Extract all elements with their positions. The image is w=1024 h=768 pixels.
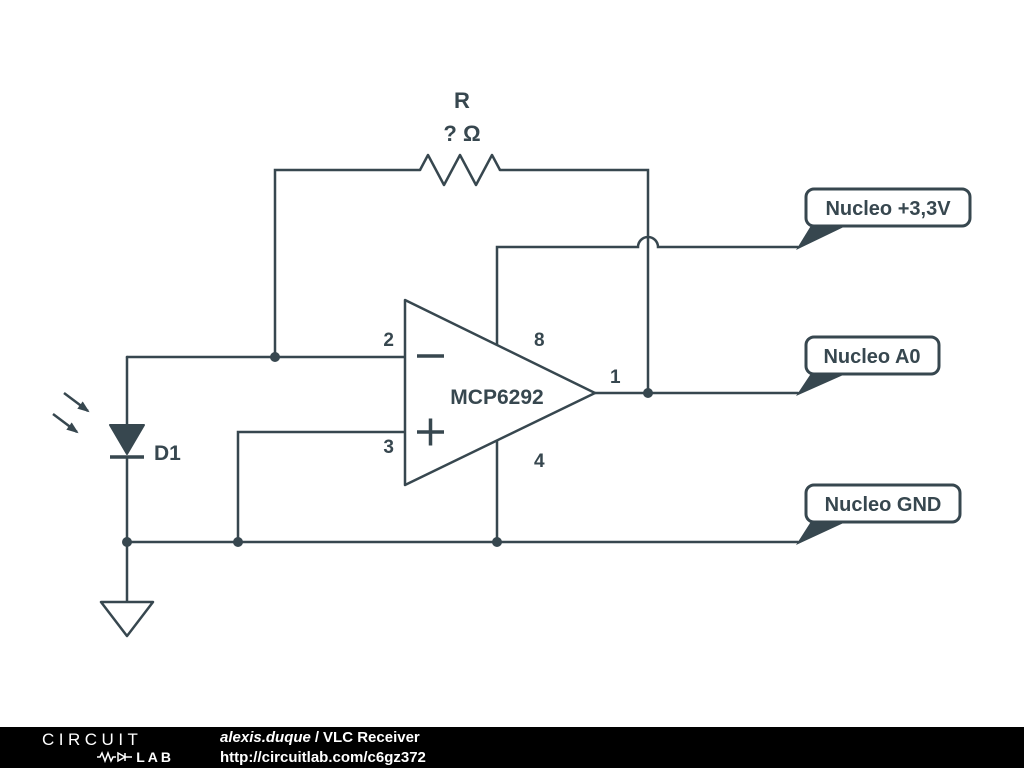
light-arrows-icon xyxy=(52,392,90,434)
wire-feedback-right xyxy=(498,168,650,395)
flag-body xyxy=(804,187,972,228)
light-arrow-1 xyxy=(63,392,90,413)
junction-dot xyxy=(492,537,502,547)
ground-triangle xyxy=(99,600,155,638)
author-title-separator: / xyxy=(314,729,320,746)
wires xyxy=(125,168,800,604)
wire-feedback-left xyxy=(273,168,422,359)
resistor-zigzag xyxy=(418,153,502,187)
circuitlab-logo: CIRCUIT LAB xyxy=(42,731,174,764)
opamp-mcp6292[interactable]: MCP6292 2 3 8 4 1 xyxy=(383,298,621,487)
junction-dots xyxy=(122,352,653,547)
opamp-part-label: MCP6292 xyxy=(450,386,543,409)
author-name: alexis.duque xyxy=(220,729,311,746)
photodiode-designator-label: D1 xyxy=(154,442,181,465)
light-arrow-2 xyxy=(52,413,79,434)
footer-text: alexis.duque/VLC Receiver http://circuit… xyxy=(220,728,426,767)
opamp-pin4-label: 4 xyxy=(534,451,545,472)
flag-nucleo-3v3[interactable]: Nucleo +3,3V xyxy=(796,187,972,250)
flag-body xyxy=(804,335,941,376)
junction-dot xyxy=(270,352,280,362)
flag-label-nucleo-a0: Nucleo A0 xyxy=(823,346,920,368)
flag-tail xyxy=(796,372,850,396)
flag-nucleo-gnd[interactable]: Nucleo GND xyxy=(796,483,962,545)
opamp-pin2-label: 2 xyxy=(383,330,394,351)
flag-tail xyxy=(796,224,850,250)
junction-dot xyxy=(643,388,653,398)
opamp-plus-sign xyxy=(417,418,444,446)
logo-circuit-text: CIRCUIT xyxy=(42,730,143,749)
wire-noninverting-input xyxy=(236,430,407,544)
flag-label-nucleo-gnd: Nucleo GND xyxy=(825,494,942,516)
resistor-designator-label: R xyxy=(454,88,470,113)
flag-label-nucleo-3v3: Nucleo +3,3V xyxy=(825,198,951,220)
logo-lab-text: LAB xyxy=(136,749,174,765)
wire-vplus-supply xyxy=(495,235,800,347)
footer-bar: CIRCUIT LAB alexis.duque/VLC Receiver ht… xyxy=(0,727,1024,768)
opamp-pin1-label: 1 xyxy=(610,367,621,388)
logo-schematic-icon xyxy=(97,751,133,763)
resistor-value-label: ? Ω xyxy=(443,121,480,146)
opamp-pin8-label: 8 xyxy=(534,330,545,351)
resistor-r[interactable]: R ? Ω xyxy=(418,88,502,187)
photodiode-d1[interactable]: D1 xyxy=(52,392,181,465)
opamp-body xyxy=(403,298,597,487)
flag-body xyxy=(804,483,962,524)
flag-nucleo-a0[interactable]: Nucleo A0 xyxy=(796,335,941,396)
junction-dot xyxy=(233,537,243,547)
diode-triangle xyxy=(109,424,145,455)
opamp-pin3-label: 3 xyxy=(383,437,394,458)
circuit-url[interactable]: http://circuitlab.com/c6gz372 xyxy=(220,748,426,766)
ground-symbol[interactable] xyxy=(99,600,155,638)
junction-dot xyxy=(122,537,132,547)
footer-title-line: alexis.duque/VLC Receiver xyxy=(220,728,426,748)
flag-tail xyxy=(796,520,850,545)
circuit-title: VLC Receiver xyxy=(323,729,420,746)
